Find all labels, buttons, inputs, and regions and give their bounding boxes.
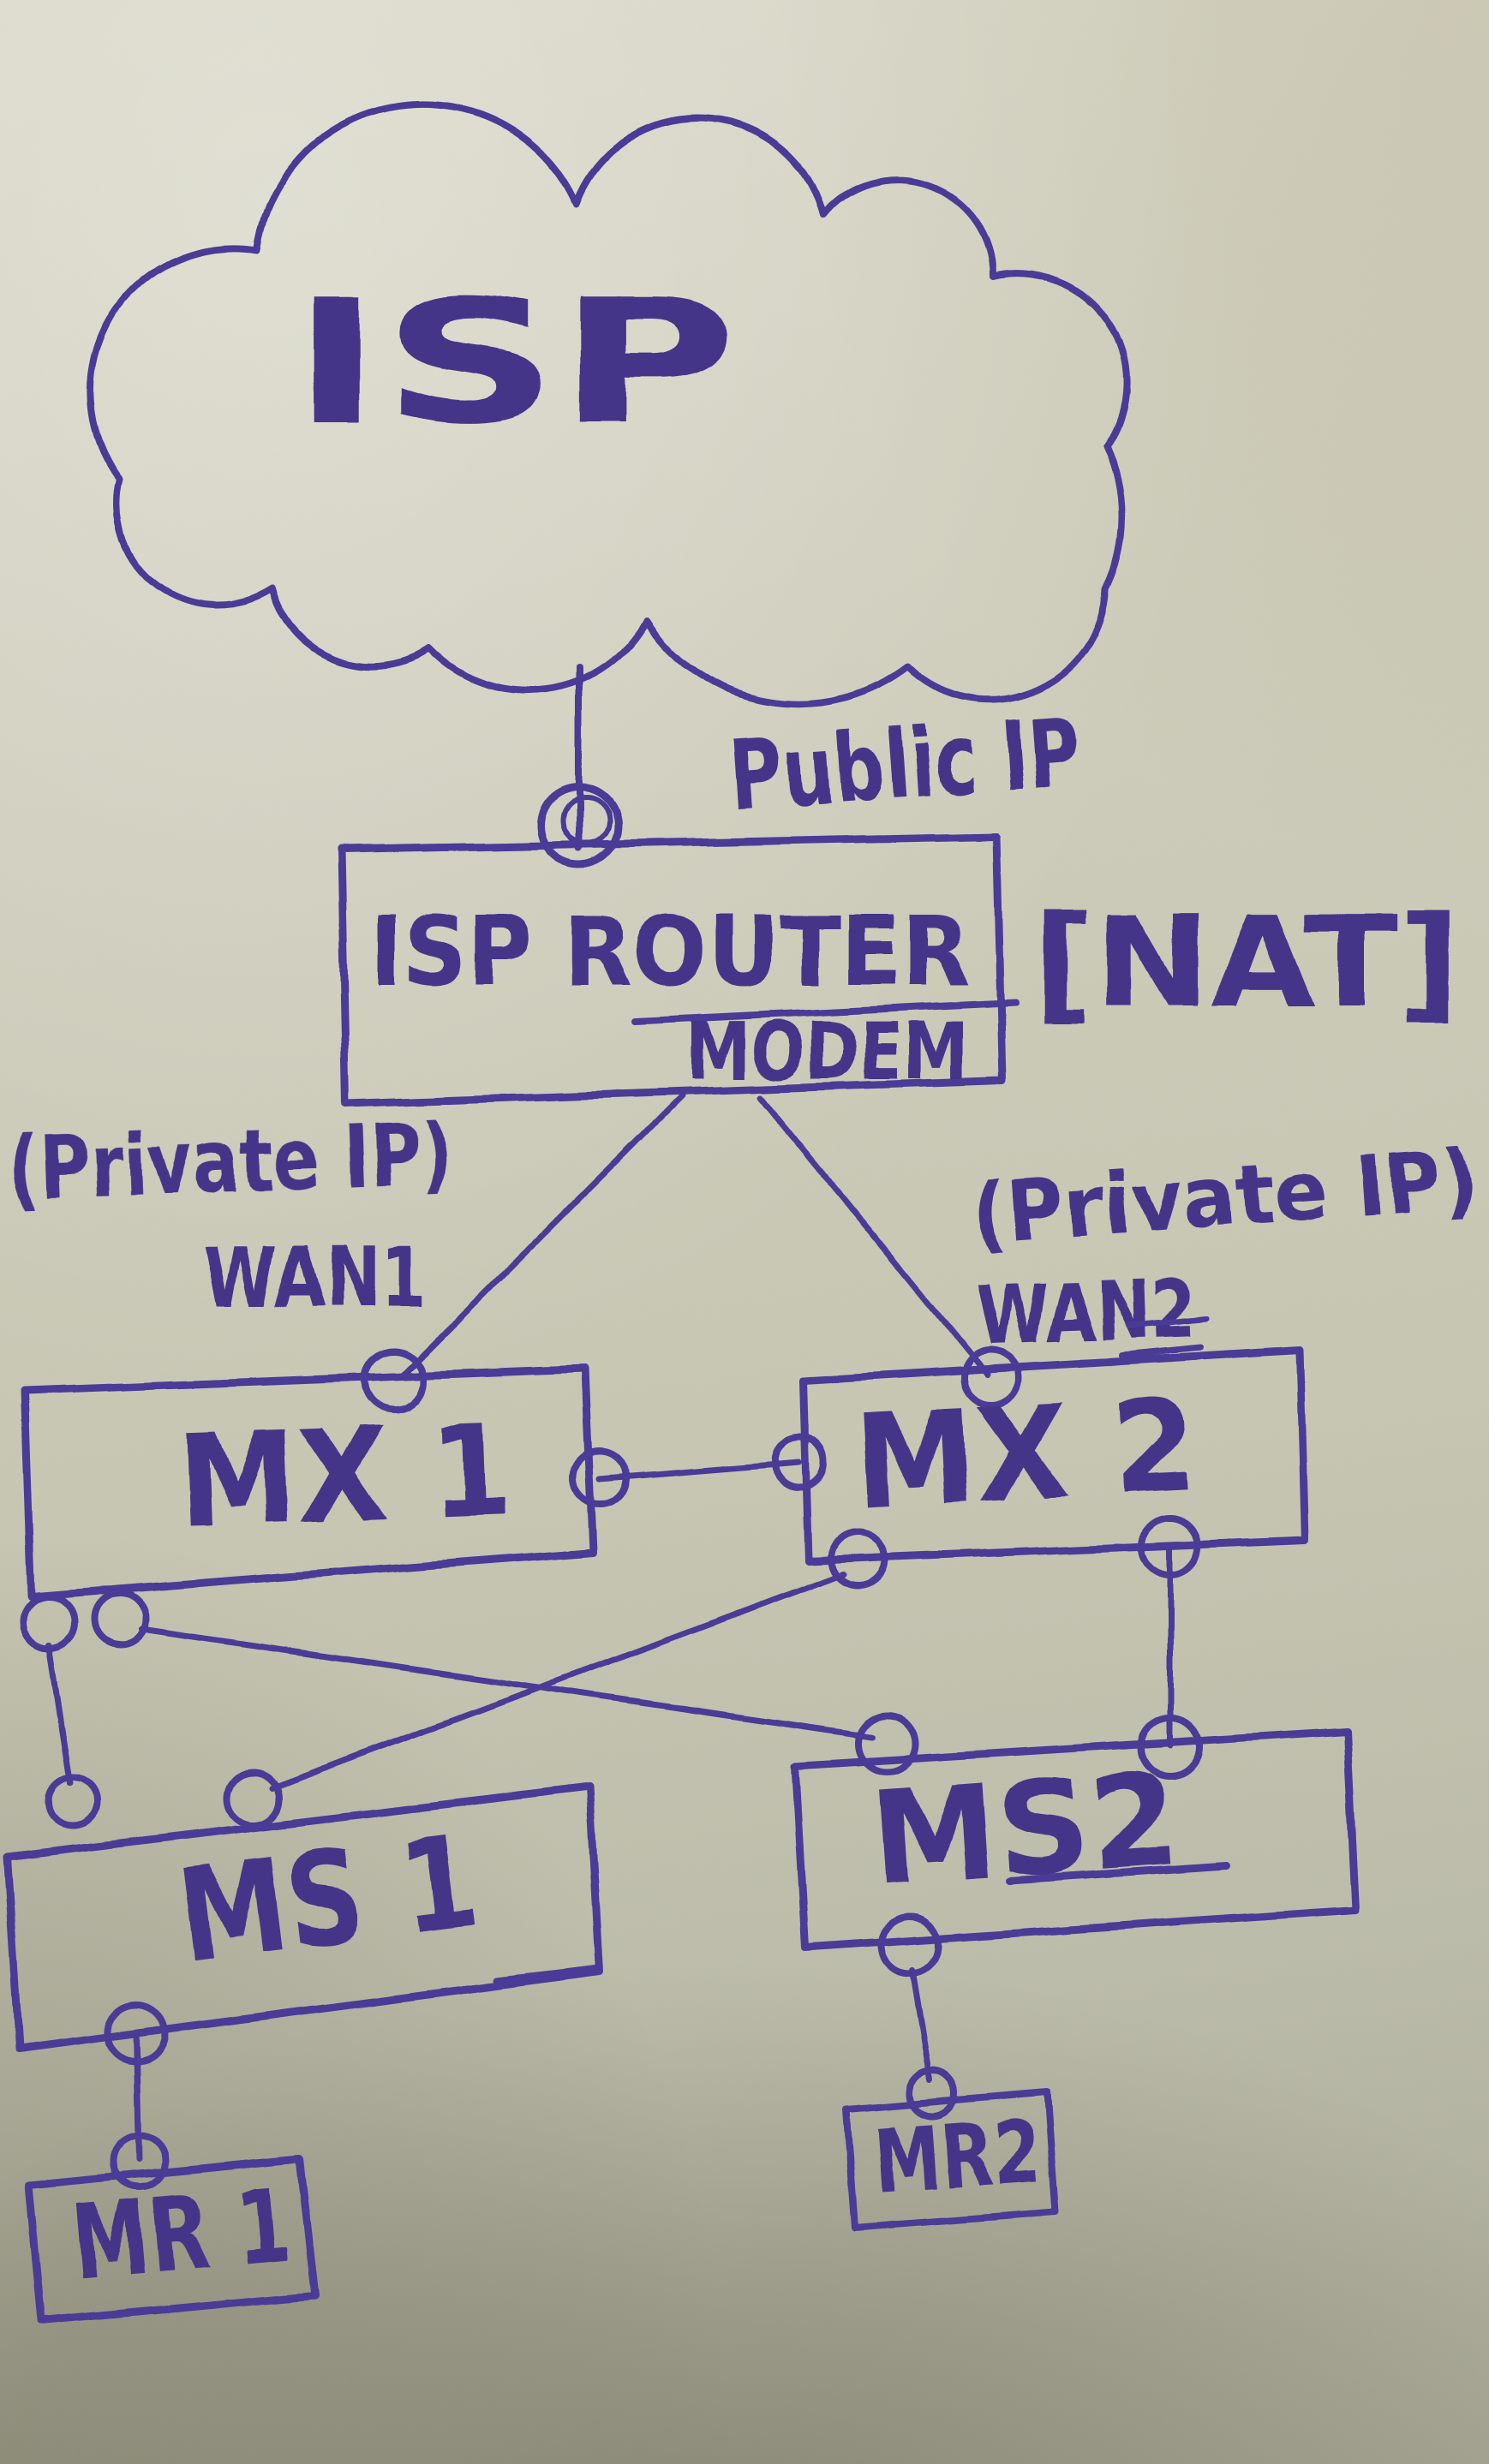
connection-terminal (111, 2133, 169, 2191)
wan2-overwrite-strokes (1119, 1316, 1210, 1359)
mr1-label: MR 1 (67, 2165, 295, 2302)
router-underline (632, 999, 1019, 1024)
mx2-label: MX 2 (851, 1371, 1201, 1538)
mx1-label: MX 1 (176, 1396, 515, 1557)
ms1-extra-stroke (493, 1965, 603, 1984)
isp-router-label: ISP ROUTER (370, 897, 970, 1008)
connection-terminal (570, 1447, 630, 1507)
mr2-box (843, 2089, 1059, 2231)
mx1-box (20, 1365, 597, 1601)
public-ip-label: Public IP (727, 697, 1085, 832)
ms2-box (791, 1727, 1360, 1952)
edge-mx1-ms2-line (138, 1626, 876, 1740)
connection-terminal (855, 1712, 918, 1775)
mx2-box (799, 1346, 1308, 1565)
connection-terminal (91, 1590, 149, 1648)
ms2-extra-stroke (1007, 1861, 1229, 1884)
ms2-label: MS2 (865, 1745, 1183, 1915)
edge-router-mx1-line (398, 1093, 685, 1381)
edge-ms1-mr1-line (134, 2030, 143, 2163)
ms1-label: MS 1 (170, 1807, 486, 1991)
edge-mx1-mx2-line (596, 1459, 803, 1482)
connection-terminal (1138, 1715, 1203, 1780)
connection-terminal (828, 1529, 888, 1589)
mr2-label: MR2 (870, 2101, 1043, 2214)
connection-terminal (906, 2067, 959, 2120)
wan2-label: WAN2 (976, 1261, 1198, 1364)
connection-terminal (536, 783, 622, 868)
modem-label: MODEM (685, 1005, 968, 1099)
connection-terminal (45, 1774, 100, 1829)
connection-terminal (878, 1913, 942, 1977)
wan1-label: WAN1 (204, 1230, 427, 1326)
mr1-box (24, 2155, 320, 2325)
edge-router-mx2-line (757, 1095, 990, 1378)
nat-tag-label: [NAT] (1032, 889, 1461, 1036)
connection-terminal (771, 1434, 828, 1490)
isp-cloud-label: ISP (291, 263, 737, 462)
edge-mx1-ms1-line (45, 1641, 74, 1787)
edge-mx2-ms1-line (269, 1571, 847, 1792)
isp-router-box (337, 832, 1007, 1107)
connection-terminal (960, 1347, 1022, 1409)
edge-ms2-mr2-line (909, 1966, 934, 2083)
isp-cloud-shape (87, 100, 1131, 707)
private-ip-left-label: (Private IP) (6, 1104, 455, 1220)
